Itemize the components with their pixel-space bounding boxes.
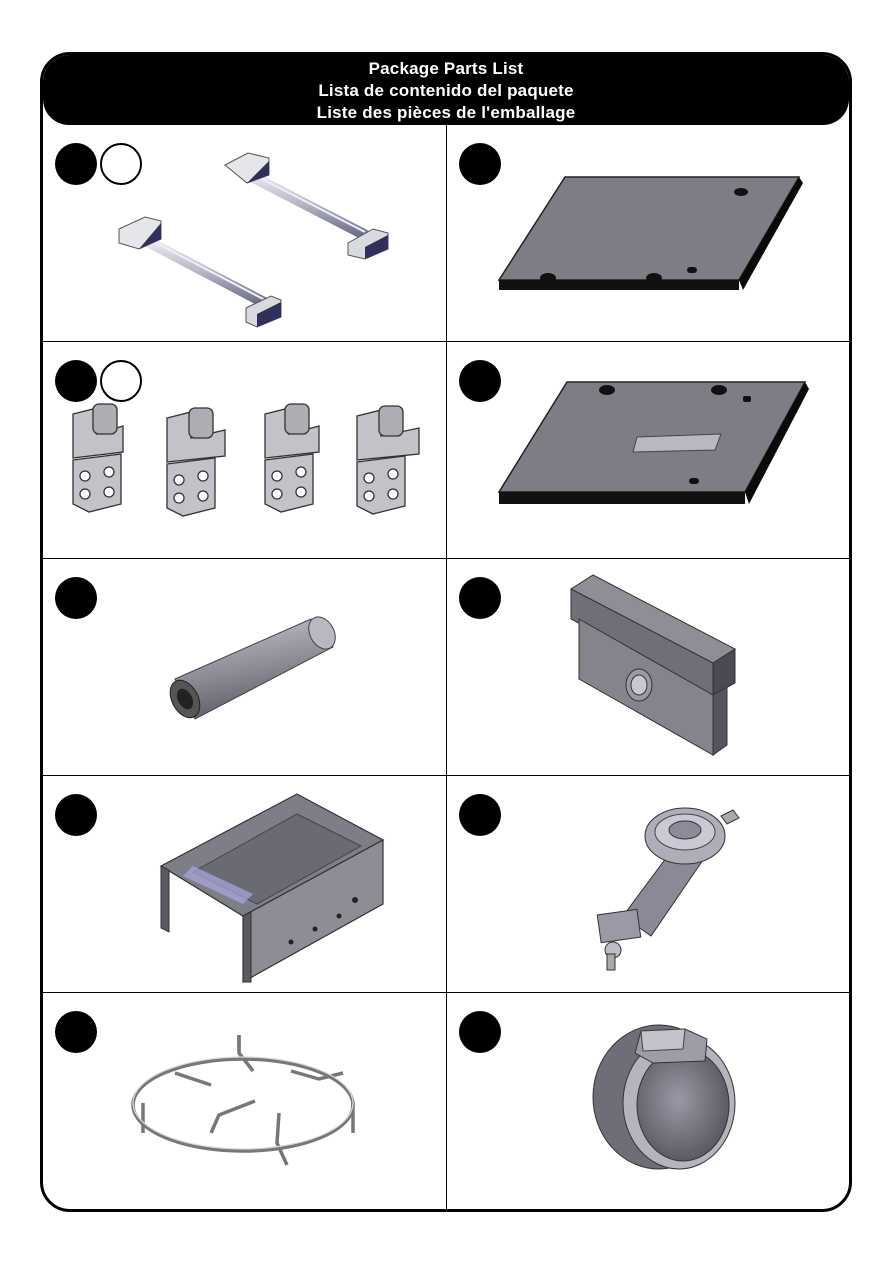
wok-grate-icon: [131, 1035, 355, 1166]
quantity-badge: [100, 143, 142, 185]
part-number-badge: [459, 143, 501, 185]
part-number-badge: [459, 577, 501, 619]
venturi-tube-icon: [169, 616, 336, 720]
part-cell-hinges: [43, 342, 447, 559]
part-number-badge: [55, 794, 97, 836]
firebox-housing-icon: [159, 793, 385, 984]
part-cell-heat-shield: [447, 559, 849, 776]
part-cell-plate-b: [447, 342, 849, 559]
part-cell-tube: [43, 559, 447, 776]
hinge-brackets-icon: [72, 403, 420, 517]
part-cell-handles: [43, 125, 447, 342]
title-english: Package Parts List: [368, 59, 524, 78]
gas-burner-icon: [596, 807, 740, 971]
griddle-plate-icon: [497, 176, 803, 290]
part-number-badge: [55, 360, 97, 402]
part-number-badge: [55, 577, 97, 619]
parts-list-header: Package Parts List Lista de contenido de…: [43, 55, 849, 125]
control-knob-icon: [592, 1024, 736, 1170]
part-number-badge: [459, 794, 501, 836]
part-cell-grate: [43, 993, 447, 1209]
part-number-badge: [459, 360, 501, 402]
part-number-badge: [55, 143, 97, 185]
griddle-plate-with-handle-icon: [497, 381, 809, 504]
title-french: Liste des pièces de l'emballage: [316, 103, 576, 122]
part-cell-plate-a: [447, 125, 849, 342]
part-cell-firebox: [43, 776, 447, 993]
part-number-badge: [55, 1011, 97, 1053]
part-cell-burner: [447, 776, 849, 993]
quantity-badge: [100, 360, 142, 402]
parts-list-frame: Package Parts List Lista de contenido de…: [40, 52, 852, 1212]
heat-shield-box-icon: [570, 574, 736, 756]
parts-grid: [43, 125, 849, 1209]
part-number-badge: [459, 1011, 501, 1053]
part-cell-knob: [447, 993, 849, 1209]
handle-bars-icon: [118, 152, 389, 328]
title-spanish: Lista de contenido del paquete: [318, 81, 574, 100]
